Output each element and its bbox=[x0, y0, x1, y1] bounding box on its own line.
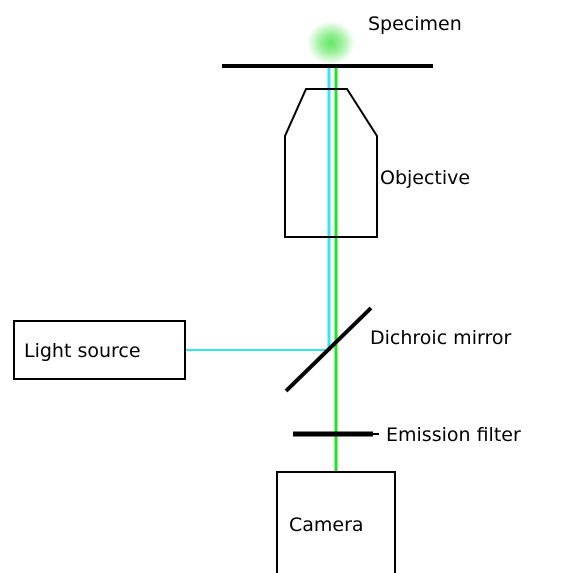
light-source-box bbox=[13, 320, 186, 380]
camera-box bbox=[276, 471, 396, 573]
specimen-fluorescence-glow bbox=[307, 21, 355, 65]
camera-label: Camera bbox=[289, 514, 364, 536]
dichroic-mirror-label: Dichroic mirror bbox=[370, 327, 511, 349]
emission-filter-label: Emission filter bbox=[386, 424, 521, 446]
objective-lens bbox=[284, 88, 378, 238]
specimen-label: Specimen bbox=[368, 13, 462, 35]
light-source-label: Light source bbox=[24, 340, 141, 362]
dichroic-mirror bbox=[284, 306, 373, 393]
objective-label: Objective bbox=[380, 167, 470, 189]
